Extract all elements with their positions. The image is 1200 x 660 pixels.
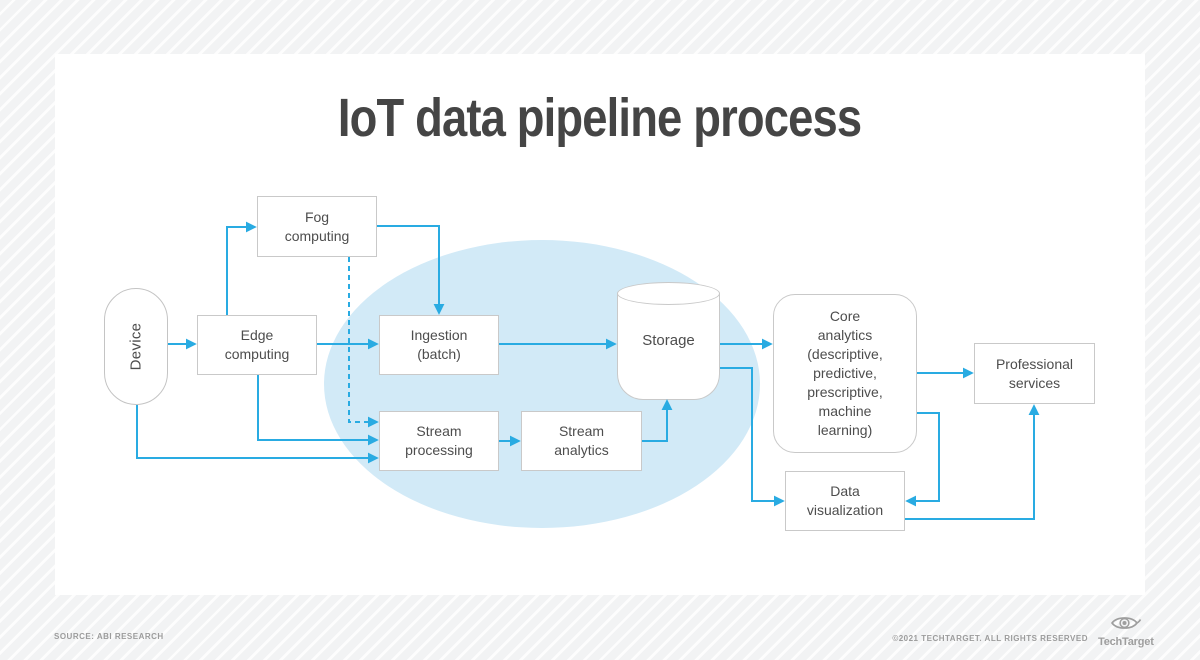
node-data-visualization: Data visualization <box>785 471 905 531</box>
node-storage-cylinder: Storage <box>617 282 720 400</box>
node-professional-services: Professional services <box>974 343 1095 404</box>
techtarget-eye-icon <box>1111 617 1142 629</box>
source-credit: SOURCE: ABI RESEARCH <box>54 632 164 641</box>
node-stream-analytics: Stream analytics <box>521 411 642 471</box>
node-stream-analytics-label: Stream analytics <box>554 423 609 458</box>
node-stream-processing: Stream processing <box>379 411 499 471</box>
copyright-text: ©2021 TECHTARGET. ALL RIGHTS RESERVED <box>892 634 1088 643</box>
page-title: IoT data pipeline process <box>338 88 862 148</box>
storage-cylinder-body <box>617 293 720 400</box>
node-device-label: Device <box>127 322 145 371</box>
node-edge-computing: Edge computing <box>197 315 317 375</box>
node-device: Device <box>104 288 168 405</box>
node-core-analytics-label: Core analytics (descriptive, predictive,… <box>807 308 883 438</box>
node-stream-processing-label: Stream processing <box>405 423 473 458</box>
node-professional-services-label: Professional services <box>995 355 1074 391</box>
node-fog-computing: Fog computing <box>257 196 377 257</box>
node-ingestion-batch-label: Ingestion (batch) <box>410 327 468 362</box>
techtarget-logo: TechTarget <box>1098 614 1154 648</box>
node-storage-label: Storage <box>642 332 695 349</box>
node-data-visualization-label: Data visualization <box>806 483 884 518</box>
node-ingestion-batch: Ingestion (batch) <box>379 315 499 375</box>
node-core-analytics: Core analytics (descriptive, predictive,… <box>773 294 917 453</box>
storage-cylinder-top <box>617 282 720 305</box>
techtarget-wordmark: TechTarget <box>1098 636 1154 648</box>
node-edge-computing-label: Edge computing <box>224 327 290 362</box>
node-fog-computing-label: Fog computing <box>284 208 350 244</box>
